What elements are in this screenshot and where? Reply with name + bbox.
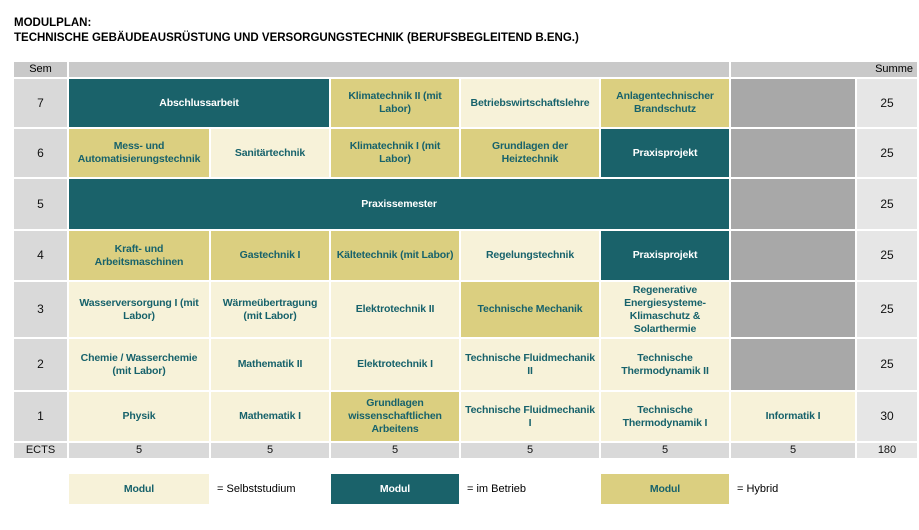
summe-cell: 25 (857, 129, 917, 177)
empty-cell (731, 179, 855, 229)
ects-label: ECTS (14, 443, 67, 458)
module-cell: Gastechnik I (211, 231, 329, 280)
legend-box-hybrid: Modul (601, 474, 729, 504)
header-summe: Summe (731, 62, 917, 77)
module-cell: Sanitärtechnik (211, 129, 329, 177)
sem-cell: 4 (14, 231, 67, 280)
module-cell: Technische Thermodynamik I (601, 392, 729, 441)
module-cell: Klimatechnik II (mit Labor) (331, 79, 459, 127)
module-cell: Grundlagen der Heiztechnik (461, 129, 599, 177)
legend-meaning-im-betrieb: = im Betrieb (467, 483, 526, 495)
module-cell: Abschlussarbeit (69, 79, 329, 127)
sem-cell: 3 (14, 282, 67, 337)
empty-cell (731, 339, 855, 390)
summe-cell: 25 (857, 282, 917, 337)
module-cell: Wasserversorgung I (mit Labor) (69, 282, 209, 337)
module-cell: Elektrotechnik II (331, 282, 459, 337)
ects-value: 5 (69, 443, 209, 458)
summe-cell: 25 (857, 79, 917, 127)
sem-cell: 6 (14, 129, 67, 177)
module-cell: Betriebswirtschaftslehre (461, 79, 599, 127)
ects-value: 5 (461, 443, 599, 458)
module-cell: Informatik I (731, 392, 855, 441)
empty-cell (731, 231, 855, 280)
modulplan-table: Sem Summe 7 Abschlussarbeit Klimatechnik… (14, 62, 917, 458)
module-cell: Chemie / Wasserchemie (mit Labor) (69, 339, 209, 390)
module-cell: Technische Fluidmechanik II (461, 339, 599, 390)
module-cell: Regelungstechnik (461, 231, 599, 280)
ects-value: 5 (601, 443, 729, 458)
title-line2: TECHNISCHE GEBÄUDEAUSRÜSTUNG UND VERSORG… (14, 32, 579, 44)
sem-cell: 5 (14, 179, 67, 229)
module-cell: Grundlagen wissenschaftlichen Arbeitens (331, 392, 459, 441)
legend-meaning-hybrid: = Hybrid (737, 483, 779, 495)
module-cell: Mess- und Automatisierungstechnik (69, 129, 209, 177)
module-cell: Klimatechnik I (mit Labor) (331, 129, 459, 177)
module-cell: Praxisprojekt (601, 129, 729, 177)
module-cell: Praxisprojekt (601, 231, 729, 280)
module-cell: Elektrotechnik I (331, 339, 459, 390)
module-cell: Mathematik I (211, 392, 329, 441)
ects-total: 180 (857, 443, 917, 458)
ects-value: 5 (731, 443, 855, 458)
module-cell: Technische Fluidmechanik I (461, 392, 599, 441)
legend-box-im-betrieb: Modul (331, 474, 459, 504)
page-title: MODULPLAN: TECHNISCHE GEBÄUDEAUSRÜSTUNG … (14, 16, 919, 46)
summe-cell: 25 (857, 339, 917, 390)
header-spacer (69, 62, 729, 77)
module-cell: Kraft- und Arbeitsmaschinen (69, 231, 209, 280)
empty-cell (731, 79, 855, 127)
module-cell: Praxissemester (69, 179, 729, 229)
ects-value: 5 (211, 443, 329, 458)
legend-spacer (14, 474, 67, 504)
summe-cell: 25 (857, 179, 917, 229)
header-sem: Sem (14, 62, 67, 77)
empty-cell (731, 282, 855, 337)
legend-box-selbststudium: Modul (69, 474, 209, 504)
sem-cell: 7 (14, 79, 67, 127)
module-cell: Mathematik II (211, 339, 329, 390)
title-line1: MODULPLAN: (14, 17, 92, 29)
sem-cell: 2 (14, 339, 67, 390)
empty-cell (731, 129, 855, 177)
legend-meaning-selbststudium: = Selbststudium (217, 483, 296, 495)
ects-value: 5 (331, 443, 459, 458)
module-cell: Wärmeübertragung (mit Labor) (211, 282, 329, 337)
summe-cell: 30 (857, 392, 917, 441)
module-cell: Anlagentechnischer Brandschutz (601, 79, 729, 127)
module-cell: Regenerative Energiesysteme- Klimaschutz… (601, 282, 729, 337)
summe-cell: 25 (857, 231, 917, 280)
sem-cell: 1 (14, 392, 67, 441)
module-cell: Technische Mechanik (461, 282, 599, 337)
legend: Modul = Selbststudium Modul = im Betrieb… (14, 474, 917, 504)
module-cell: Kältetechnik (mit Labor) (331, 231, 459, 280)
module-cell: Physik (69, 392, 209, 441)
module-cell: Technische Thermodynamik II (601, 339, 729, 390)
